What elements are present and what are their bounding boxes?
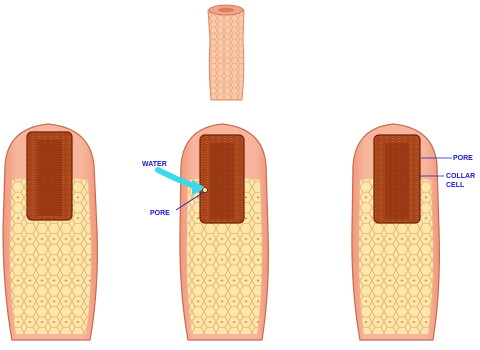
small-closed-sponge [208,5,244,100]
water-label: WATER [142,161,167,168]
middle-sponge-water-entry: WATER PORE [142,124,268,340]
left-sponge [3,124,97,340]
pore-label: PORE [150,210,170,217]
pore-label: PORE [453,155,473,162]
collar-cell-label-line1: COLLAR [446,173,475,180]
collar-cell-label-line2: CELL [446,182,465,189]
pore [203,188,208,193]
right-sponge-collar-cell: PORE COLLAR CELL [352,124,475,340]
